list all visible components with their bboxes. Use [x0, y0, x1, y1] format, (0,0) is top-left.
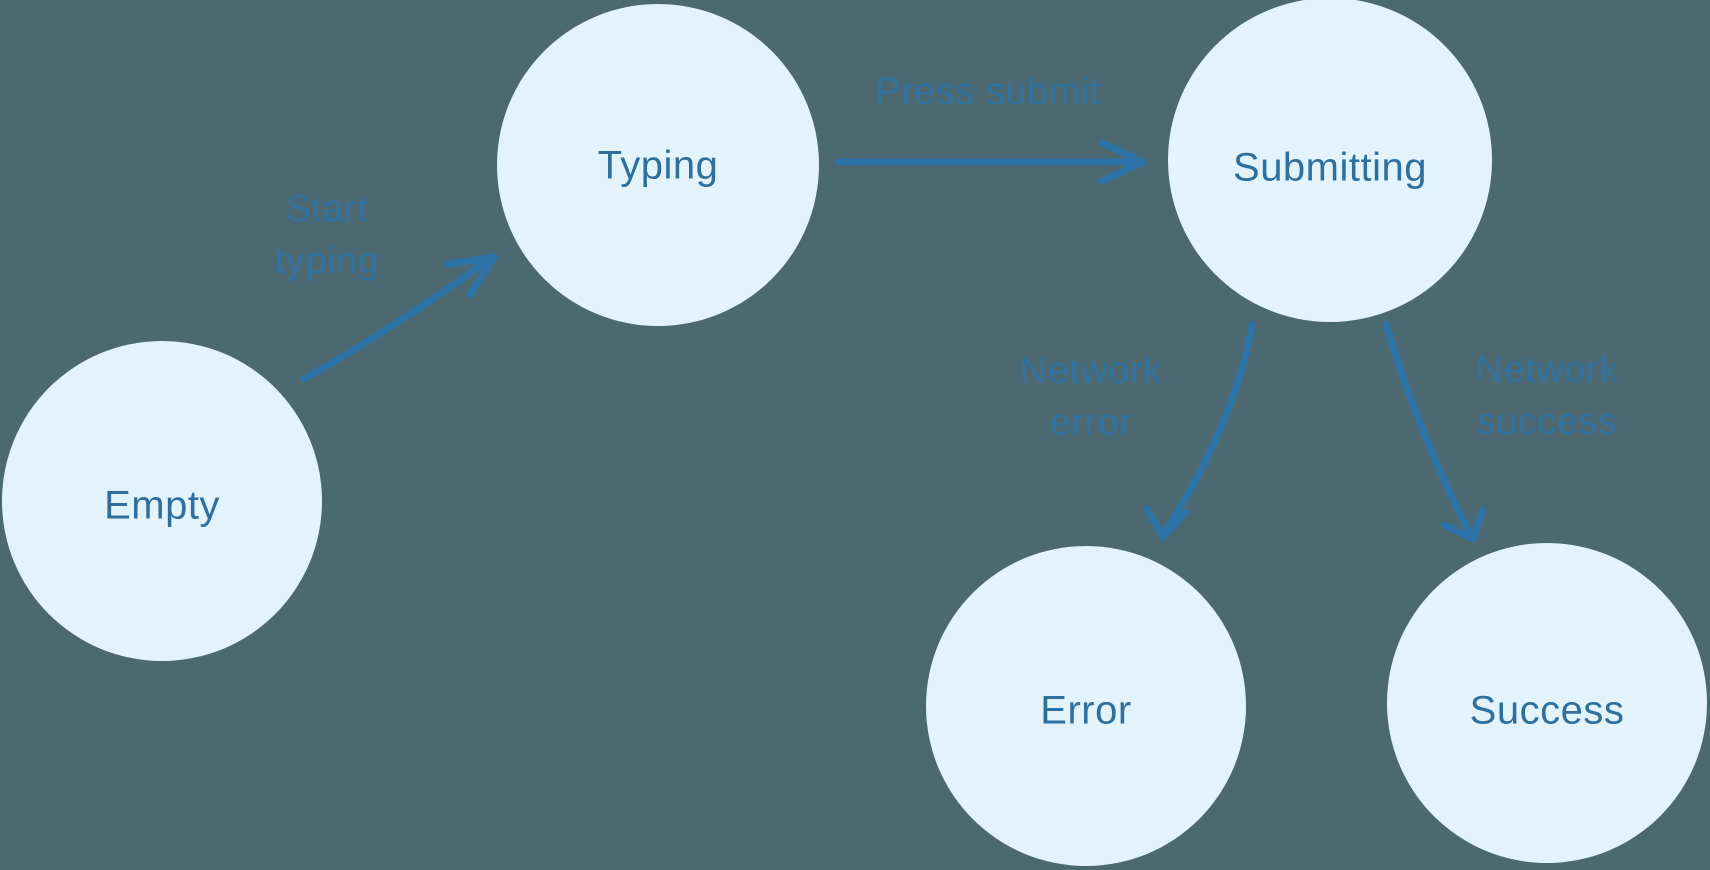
edge-label-press-submit: Press submit	[875, 66, 1101, 118]
node-error-circle	[926, 546, 1246, 866]
node-success-circle	[1387, 543, 1707, 863]
edge-label-line: Network	[1475, 349, 1619, 391]
edge-arrow-start-typing	[300, 253, 498, 383]
edge-label-line: typing	[274, 240, 380, 282]
edge-label-start-typing: Start typing	[275, 183, 379, 287]
node-label-error: Error	[1040, 688, 1132, 733]
node-label-success: Success	[1469, 688, 1625, 733]
node-label-empty: Empty	[104, 483, 220, 528]
node-label-submitting: Submitting	[1233, 145, 1427, 190]
node-label-typing: Typing	[597, 143, 719, 188]
edge-label-line: Start	[285, 188, 369, 230]
edge-label-network-success: Network success	[1476, 344, 1619, 448]
edge-label-network-error: Network error	[1020, 345, 1163, 449]
edge-label-line: Network	[1019, 350, 1163, 392]
edge-label-line: Press submit	[875, 71, 1101, 113]
node-submitting-circle	[1168, 0, 1492, 322]
edge-arrow-network-success	[1382, 320, 1486, 543]
node-typing-circle	[497, 4, 819, 326]
edge-arrow-press-submit	[834, 139, 1147, 185]
edge-arrow-network-error	[1143, 321, 1256, 541]
edge-label-line: success	[1476, 401, 1618, 443]
node-empty-circle	[2, 341, 322, 661]
edge-label-line: error	[1049, 402, 1133, 444]
